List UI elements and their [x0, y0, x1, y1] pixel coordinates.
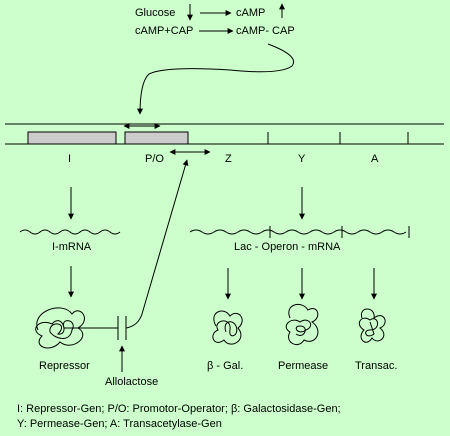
legend-line-2: Y: Permease-Gen; A: Transacetylase-Gen — [17, 418, 222, 430]
repressor-protein-blob — [35, 307, 90, 349]
transac-protein-blob — [358, 308, 386, 343]
i-mrna-strand — [19, 229, 121, 235]
lac-operon-mrna-label: Lac - Operon - mRNA — [234, 241, 341, 253]
camp-cap-reactants-label: cAMP+CAP — [135, 25, 194, 37]
camp-cap-complex-label: cAMP- CAP — [236, 25, 295, 37]
transac-label: Transac. — [355, 360, 398, 372]
beta-gal-protein-blob — [212, 310, 243, 345]
allolactose-label: Allolactose — [105, 376, 159, 388]
gene-po-label: P/O — [145, 153, 164, 165]
lac-operon-mrna-strand — [189, 229, 407, 235]
gene-i-box — [27, 131, 117, 145]
gene-a-label: A — [371, 153, 379, 165]
cap-binding-curve-arrow — [137, 43, 294, 115]
permease-label: Permease — [278, 360, 329, 372]
i-mrna-label: I-mRNA — [52, 241, 92, 253]
beta-gal-label: β - Gal. — [207, 360, 244, 372]
glucose-label: Glucose — [135, 7, 176, 19]
permease-protein-blob — [285, 303, 319, 345]
repressor-label: Repressor — [39, 360, 90, 372]
gene-i-label: I — [68, 153, 72, 165]
gene-po-box — [124, 131, 189, 145]
gene-y-label: Y — [298, 153, 306, 165]
camp-label: cAMP — [236, 7, 266, 19]
inducer-to-operator-arrow — [125, 159, 189, 329]
legend-line-1: I: Repressor-Gen; P/O: Promotor-Operator… — [17, 403, 341, 415]
gene-z-label: Z — [225, 153, 232, 165]
